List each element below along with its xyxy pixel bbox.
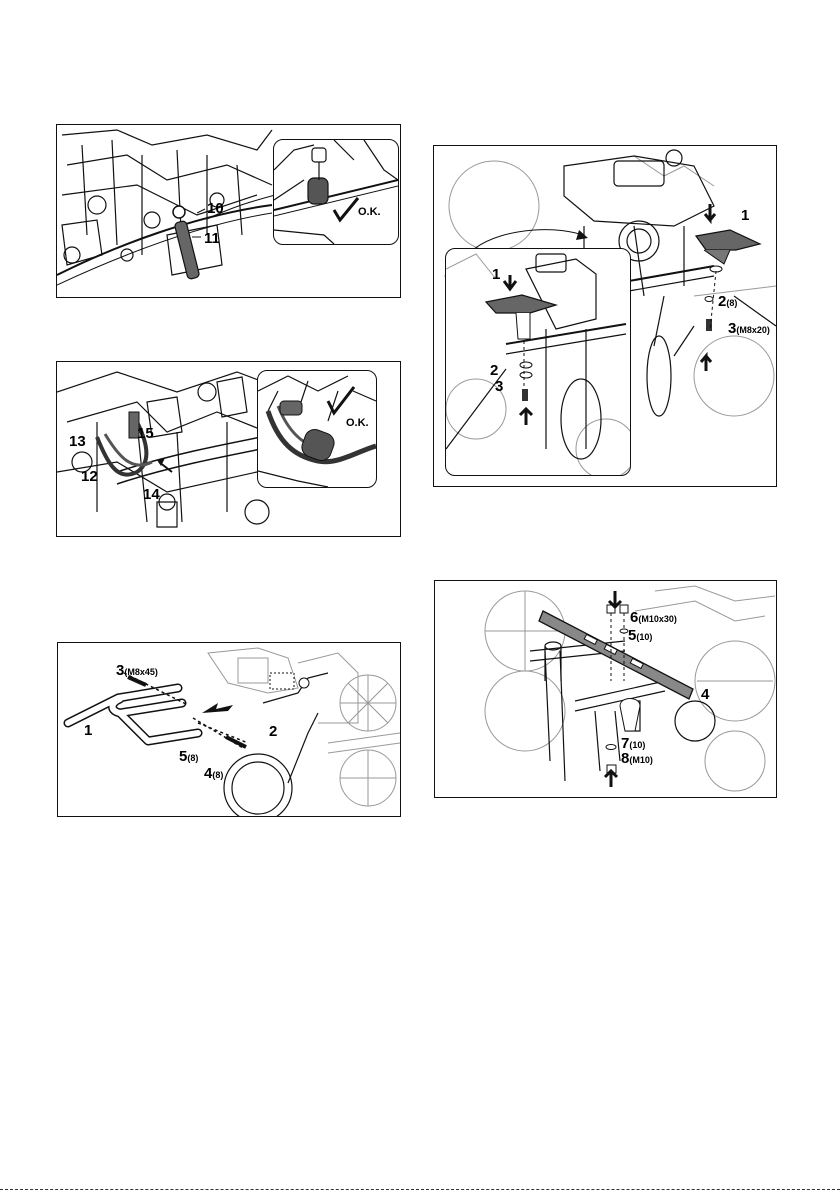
page-bottom-border [0, 1189, 840, 1190]
figure-depth-bar: 6(M10x30) 5(10) 4 7(10) 8(M10) [434, 580, 777, 798]
inset-callout-2: 2 [490, 363, 498, 378]
figure-front-bar: 3(M8x45) 1 2 5(8) 4(8) [57, 642, 401, 817]
callout-10: 10 [207, 201, 224, 216]
callout-13: 13 [69, 434, 86, 449]
callout-14: 14 [143, 487, 160, 502]
clip-detail-illustration [274, 140, 398, 244]
callout-3: 3(M8x45) [116, 663, 158, 678]
callout-15: 15 [137, 426, 154, 441]
ok-label: O.K. [358, 206, 381, 218]
callout-2: 2 [269, 724, 277, 739]
callout-12: 12 [81, 469, 98, 484]
callout-11: 11 [204, 231, 220, 246]
figure-cable-clip: 10 11 O.K. [56, 124, 401, 298]
callout-1: 1 [741, 208, 749, 223]
callout-5: 5(10) [628, 628, 652, 643]
callout-6: 6(M10x30) [630, 610, 677, 625]
callout-8: 8(M10) [621, 751, 653, 766]
callout-2: 2(8) [718, 294, 737, 309]
callout-4: 4(8) [204, 766, 223, 781]
inset-callout-3: 3 [495, 379, 503, 394]
ok-label: O.K. [346, 417, 369, 429]
depth-bar-illustration [435, 581, 776, 797]
detail-inset: O.K. [273, 139, 399, 245]
callout-3: 3(M8x20) [728, 321, 770, 336]
callout-7: 7(10) [621, 736, 645, 751]
detail-inset: O.K. [257, 370, 377, 488]
callout-5: 5(8) [179, 749, 198, 764]
wire-clip-detail-illustration [258, 371, 376, 487]
figure-wire-routing: 13 15 12 14 O.K. [56, 361, 401, 537]
inset-callout-1: 1 [492, 267, 500, 282]
callout-4: 4 [701, 687, 709, 702]
figure-brackets: 1 2(8) 3(M8x20) [433, 145, 777, 487]
front-bar-illustration [58, 643, 400, 816]
callout-1: 1 [84, 723, 92, 738]
bracket-detail-illustration [446, 249, 630, 475]
detail-inset: 1 2 3 [445, 248, 631, 476]
